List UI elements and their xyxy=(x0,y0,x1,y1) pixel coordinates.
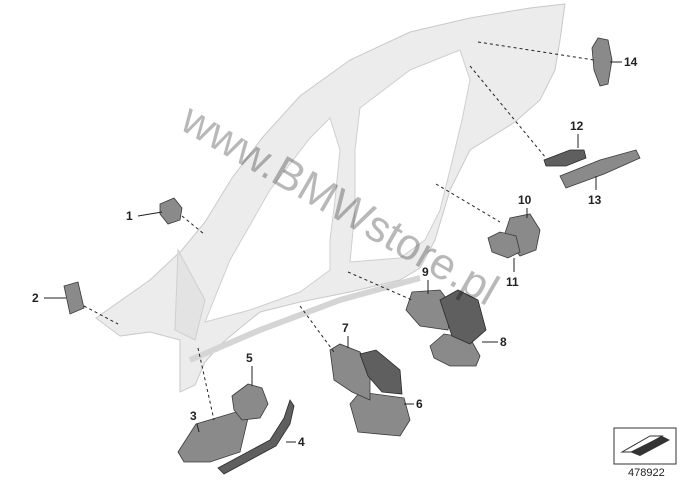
part-13 xyxy=(559,149,641,189)
callout-14: 14 xyxy=(624,55,638,69)
callout-5: 5 xyxy=(246,351,253,365)
callout-6: 6 xyxy=(416,397,423,411)
callout-3: 3 xyxy=(190,409,197,423)
callout-11: 11 xyxy=(506,275,519,289)
callout-4: 4 xyxy=(298,435,305,449)
dashed-leaders xyxy=(83,41,595,421)
part-11 xyxy=(487,231,521,259)
part-12 xyxy=(543,149,587,167)
callout-13: 13 xyxy=(588,193,602,207)
callout-leaders xyxy=(44,61,622,443)
part-3 xyxy=(177,411,249,463)
callout-2: 2 xyxy=(32,291,39,305)
callout-9: 9 xyxy=(422,265,429,279)
catalog-number: 478922 xyxy=(628,467,665,479)
callout-10: 10 xyxy=(518,193,532,207)
part-1 xyxy=(159,197,183,225)
part-5 xyxy=(231,383,269,421)
callout-7: 7 xyxy=(342,321,349,335)
part-2 xyxy=(63,281,85,315)
part-9 xyxy=(405,289,487,345)
part-4 xyxy=(217,399,295,475)
callout-1: 1 xyxy=(126,209,133,223)
orientation-icon-box: 478922 xyxy=(613,427,677,479)
callout-8: 8 xyxy=(500,335,507,349)
part-7 xyxy=(329,343,403,401)
part-14 xyxy=(591,37,613,87)
side-frame xyxy=(95,3,566,393)
direction-arrow-icon xyxy=(630,436,670,456)
callout-labels: 1 2 3 4 5 6 7 8 9 10 11 12 13 14 xyxy=(32,55,638,449)
callout-12: 12 xyxy=(570,119,584,133)
part-6 xyxy=(349,391,411,437)
